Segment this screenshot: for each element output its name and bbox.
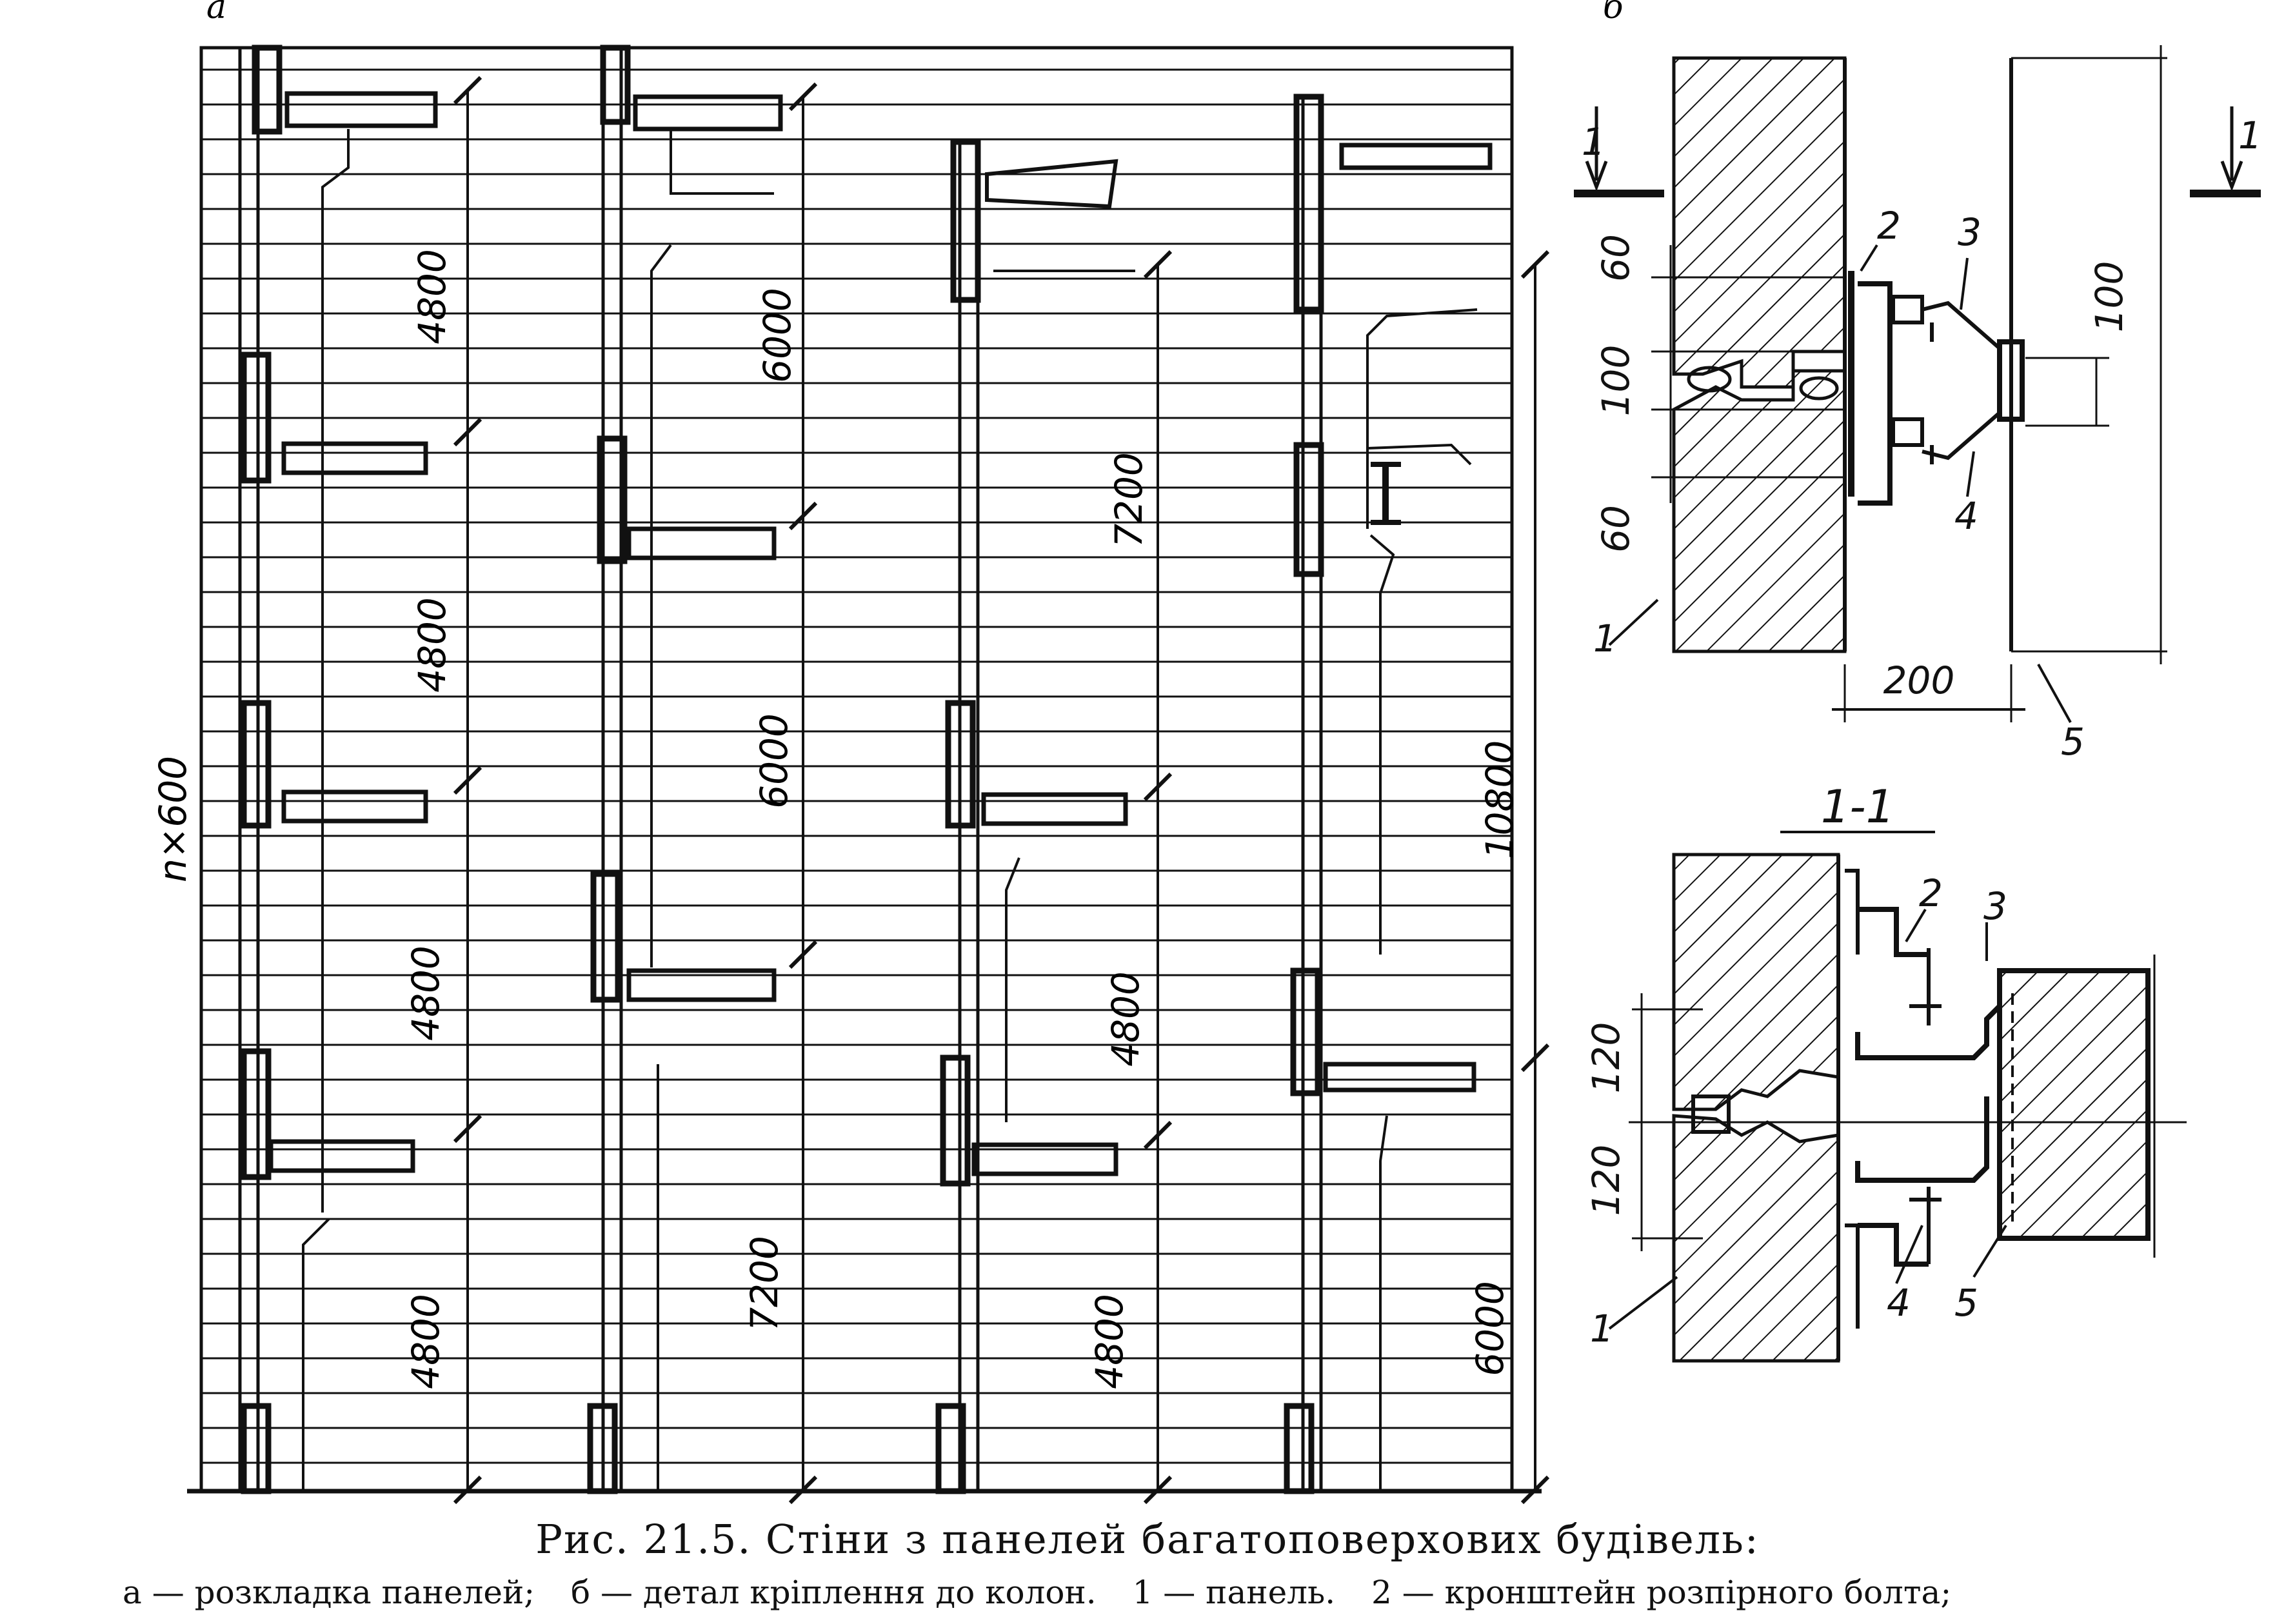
callout-1-b: 1	[1593, 617, 1617, 660]
dim-4800-4: 4800	[404, 1294, 448, 1389]
section-title: 1-1	[1821, 780, 1894, 833]
figure-caption-title: Рис. 21.5. Стіни з панелей багатоповерхо…	[535, 1516, 1760, 1563]
dim-7200-2: 7200	[1107, 452, 1151, 548]
dim-200: 200	[1883, 659, 1955, 702]
callout-2-b: 2	[1877, 204, 1901, 248]
detail-b-text: 1 1 60 100 60 100 200 1 2 3 4 5	[1582, 114, 2262, 764]
caption-item-2: 2 — кронштейн розпірного болта;	[1371, 1574, 1952, 1611]
dims-column-2: 6000 6000 7200	[742, 288, 799, 1331]
column-3	[935, 139, 1135, 1494]
section-1-1	[1608, 831, 2187, 1363]
section-mark-left: 1	[1582, 120, 1605, 164]
elevation-frame	[187, 46, 1542, 1494]
figure-caption-legend: а — розкладка панелей; б — детал кріплен…	[123, 1574, 2283, 1611]
callout-3-s: 3	[1983, 884, 2007, 928]
dim-60-bottom: 60	[1594, 505, 1638, 553]
callout-3-b: 3	[1958, 210, 1982, 254]
dim-4800-6: 4800	[1088, 1294, 1131, 1389]
dim-4800-2: 4800	[410, 597, 454, 693]
dims-column-3: 7200 4800 4800	[1088, 452, 1151, 1389]
dim-6000-3: 6000	[1468, 1281, 1512, 1376]
dim-4800-3: 4800	[404, 946, 448, 1041]
dim-6000-2: 6000	[752, 713, 796, 809]
caption-item-a: а — розкладка панелей;	[123, 1574, 535, 1611]
caption-item-b: б — детал кріплення до колон.	[571, 1574, 1097, 1611]
column-4	[1284, 94, 1493, 1494]
dim-4800-1: 4800	[410, 249, 454, 344]
section-mark-right: 1	[2238, 114, 2262, 157]
callout-4-b: 4	[1954, 494, 1978, 538]
column-1	[238, 45, 438, 1494]
part-a-label: a	[206, 0, 226, 26]
dims-column-4: 10800 6000	[1468, 740, 1522, 1376]
part-b-label: б	[1603, 0, 1624, 26]
dims-column-1: 4800 4800 4800 4800	[404, 249, 454, 1389]
panel-joint-lines	[201, 68, 1512, 1464]
dim-120-top: 120	[1584, 1022, 1628, 1094]
callout-2-s: 2	[1919, 871, 1943, 915]
detail-b	[1574, 45, 2261, 723]
dimension-lines	[453, 75, 1550, 1505]
callout-5-s: 5	[1954, 1281, 1978, 1325]
section-1-1-text: 1-1 120 120 1 2 3 4 5	[1584, 780, 2007, 1351]
dim-100-left: 100	[1594, 345, 1638, 417]
caption-item-1: 1 — панель.	[1132, 1574, 1336, 1611]
dim-60-top: 60	[1594, 234, 1638, 282]
callout-5-b: 5	[2061, 720, 2085, 764]
column-2	[587, 45, 783, 1494]
seal-1-1	[1691, 1094, 1731, 1134]
seal	[1687, 366, 1732, 393]
dim-4800-5: 4800	[1104, 971, 1148, 1067]
callout-1-s: 1	[1590, 1307, 1614, 1351]
dim-7200-1: 7200	[742, 1236, 786, 1331]
dim-6000-1: 6000	[755, 288, 799, 383]
height-label: n×600	[151, 756, 195, 882]
dim-10800: 10800	[1478, 740, 1522, 860]
dim-100-right: 100	[2087, 261, 2131, 333]
callout-4-s: 4	[1887, 1281, 1911, 1325]
dim-120-bottom: 120	[1584, 1145, 1628, 1216]
